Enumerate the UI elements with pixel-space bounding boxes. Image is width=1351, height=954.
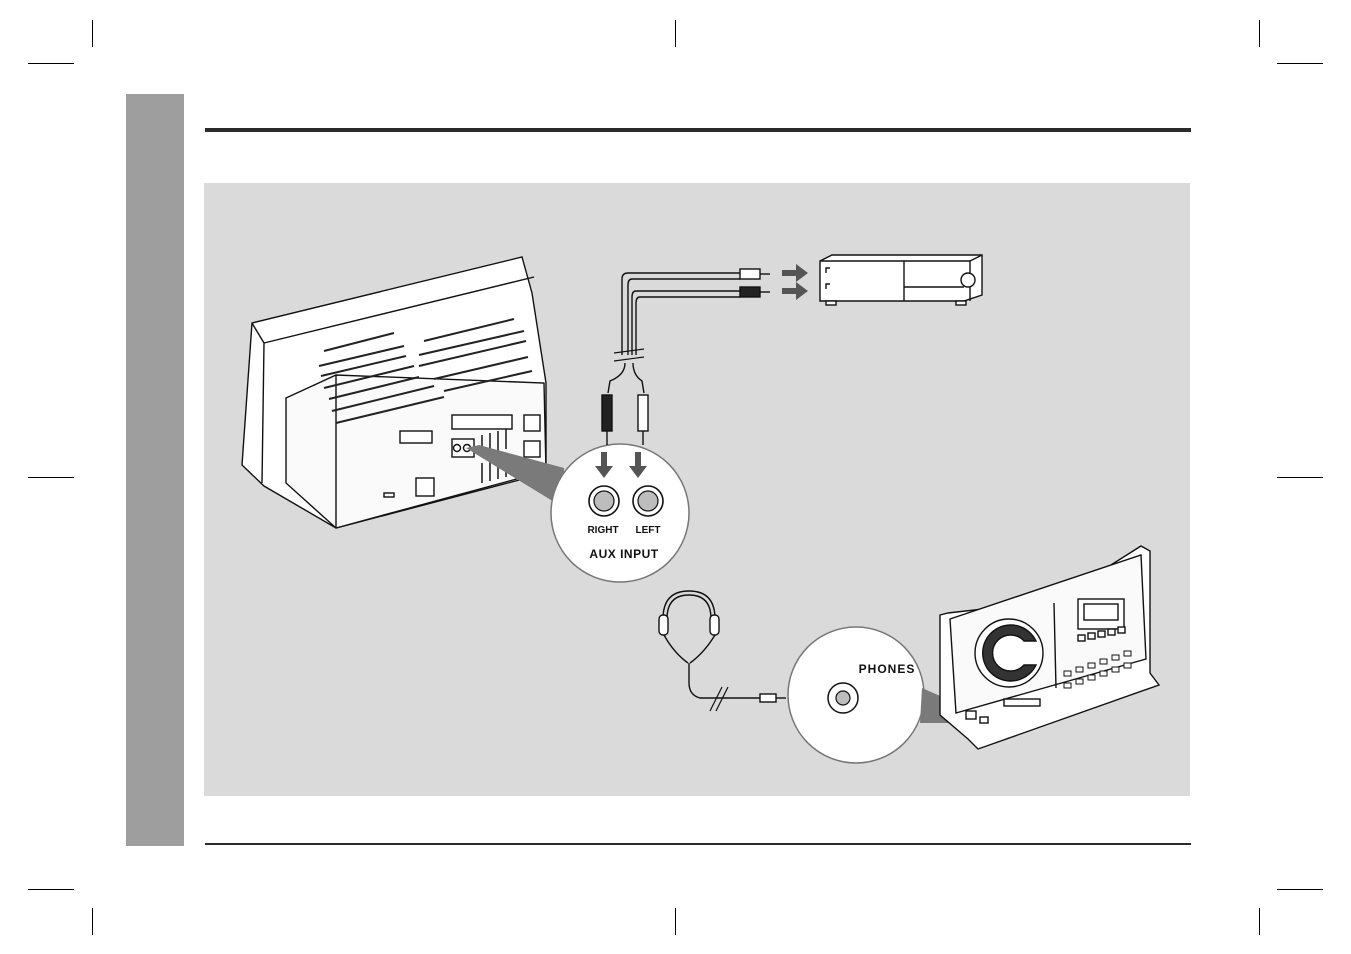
aux-input-detail xyxy=(551,444,689,582)
crop-mark xyxy=(1259,20,1260,47)
left-jack-label: LEFT xyxy=(636,525,661,536)
crop-mark xyxy=(1259,908,1260,935)
crop-mark xyxy=(675,20,676,47)
right-arrow-icon xyxy=(782,264,808,282)
footer-rule xyxy=(205,843,1191,845)
right-jack-label: RIGHT xyxy=(587,525,618,536)
crop-mark xyxy=(28,63,74,64)
aux-input-label: AUX INPUT xyxy=(589,547,658,561)
header-rule xyxy=(205,128,1191,132)
rca-cable-illustration xyxy=(602,269,770,445)
crop-mark xyxy=(1277,63,1323,64)
crop-mark xyxy=(28,889,74,890)
crop-mark xyxy=(92,908,93,935)
crop-mark xyxy=(1277,477,1323,478)
phones-jack-detail xyxy=(788,627,924,763)
section-side-tab xyxy=(126,94,184,846)
right-arrow-icon xyxy=(782,282,808,300)
crop-mark xyxy=(675,908,676,935)
crop-mark xyxy=(92,20,93,47)
crop-mark xyxy=(28,477,74,478)
phones-label: PHONES xyxy=(859,662,916,676)
external-component-illustration xyxy=(820,255,982,305)
connection-illustration: RIGHT LEFT AUX INPUT xyxy=(204,183,1190,796)
main-unit-front-illustration xyxy=(940,546,1159,749)
crop-mark xyxy=(1277,889,1323,890)
main-unit-rear-illustration xyxy=(242,257,546,528)
headphones-icon xyxy=(659,591,786,711)
